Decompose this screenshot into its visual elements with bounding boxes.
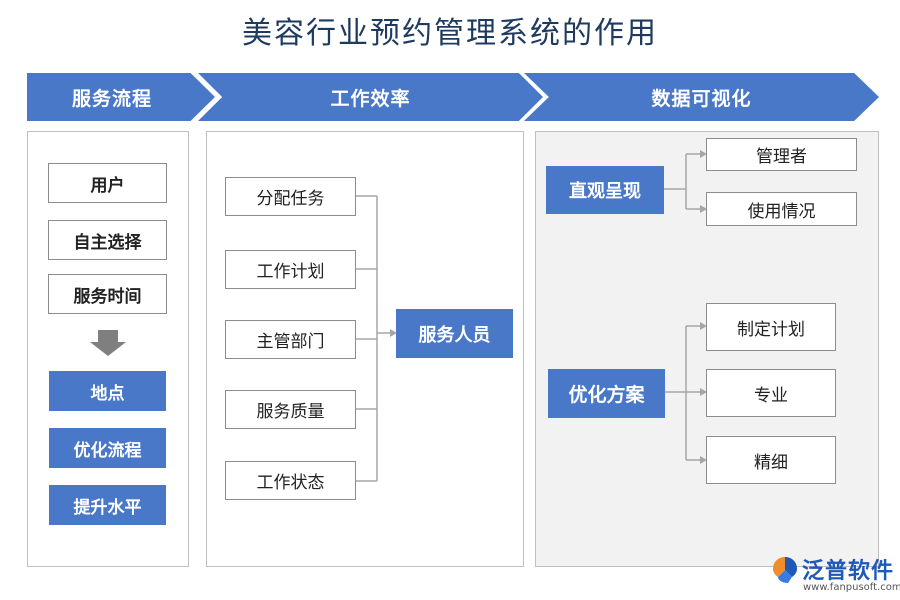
- efficiency-item-service-quality: 服务质量: [225, 390, 356, 429]
- efficiency-item-work-plan: 工作计划: [225, 250, 356, 289]
- service-staff-node: 服务人员: [396, 309, 513, 358]
- header-service-process: 服务流程: [27, 73, 215, 121]
- logo-mark-icon: [773, 557, 797, 583]
- efficiency-item-work-status: 工作状态: [225, 461, 356, 500]
- header-work-efficiency: 工作效率: [198, 73, 543, 121]
- header-data-visualization: 数据可视化: [524, 73, 879, 121]
- efficiency-item-supervisor-dept: 主管部门: [225, 320, 356, 359]
- intuitive-display-node: 直观呈现: [546, 166, 664, 214]
- process-step-improve-level: 提升水平: [49, 485, 166, 525]
- efficiency-item-assign-task: 分配任务: [225, 177, 356, 216]
- process-step-user: 用户: [48, 163, 167, 203]
- viz-item-professional: 专业: [706, 369, 836, 417]
- process-step-self-select: 自主选择: [48, 220, 167, 260]
- page-title: 美容行业预约管理系统的作用: [242, 16, 658, 51]
- optimization-plan-node: 优化方案: [548, 369, 665, 418]
- viz-item-refined: 精细: [706, 436, 836, 484]
- process-step-service-time: 服务时间: [48, 274, 167, 314]
- process-step-location: 地点: [49, 371, 166, 411]
- process-step-optimize-flow: 优化流程: [49, 428, 166, 468]
- viz-item-usage: 使用情况: [706, 192, 857, 226]
- viz-item-manager: 管理者: [706, 138, 857, 171]
- logo-url: www.fanpusoft.com: [803, 582, 900, 593]
- viz-item-make-plan: 制定计划: [706, 303, 836, 351]
- logo-name: 泛普软件: [802, 559, 895, 584]
- brand-logo: 泛普软件 www.fanpusoft.com: [770, 553, 900, 597]
